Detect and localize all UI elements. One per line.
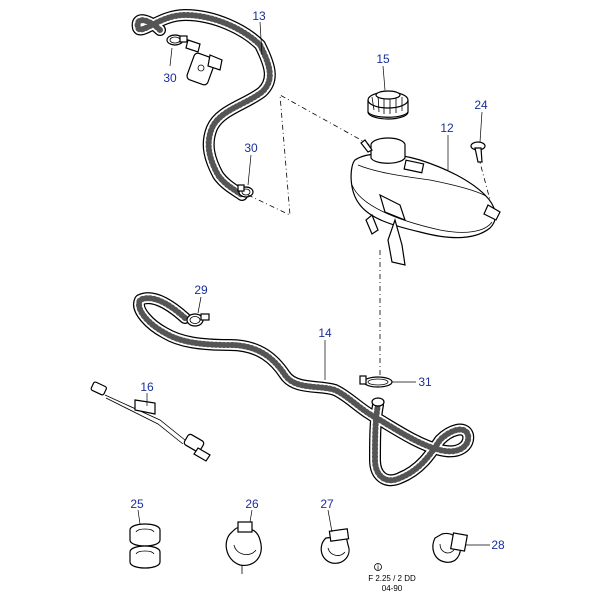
hose-clip-part-27 bbox=[320, 528, 350, 564]
valve-block bbox=[185, 39, 223, 86]
callout-30-upper: 30 bbox=[163, 71, 177, 85]
callout-28: 28 bbox=[491, 538, 505, 552]
bolt-part-24 bbox=[470, 141, 486, 163]
callout-15: 15 bbox=[376, 52, 390, 66]
hose-clamp-part-29 bbox=[186, 313, 210, 327]
assembly-line-bolt bbox=[477, 154, 491, 201]
assembly-line-upper bbox=[247, 94, 371, 216]
hose-clamp-part-30-lower bbox=[237, 184, 254, 198]
sensor-wiring-part-16 bbox=[90, 381, 211, 462]
callout-27: 27 bbox=[320, 497, 334, 511]
hose-clip-part-25 bbox=[129, 523, 161, 569]
callout-31: 31 bbox=[418, 375, 432, 389]
upper-hose-part-13 bbox=[131, 9, 276, 201]
reference-date: 04-90 bbox=[382, 584, 403, 593]
hose-clip-part-26 bbox=[225, 521, 262, 574]
reference-code: F 2.25 / 2 DD bbox=[368, 574, 416, 583]
drawing-reference: i F 2.25 / 2 DD 04-90 bbox=[368, 563, 416, 593]
reference-marker: i bbox=[377, 563, 379, 572]
callout-16: 16 bbox=[140, 380, 154, 394]
hose-clamp-part-31 bbox=[359, 375, 393, 388]
callout-25: 25 bbox=[130, 497, 144, 511]
filler-cap-part-15 bbox=[367, 90, 409, 120]
callout-26: 26 bbox=[245, 497, 259, 511]
expansion-tank-part-12 bbox=[350, 153, 501, 266]
hose-clip-part-28 bbox=[432, 532, 468, 563]
callout-13: 13 bbox=[252, 9, 266, 23]
callout-14: 14 bbox=[318, 326, 332, 340]
leader-lines bbox=[137, 21, 490, 546]
callout-30-lower: 30 bbox=[244, 141, 258, 155]
callout-12: 12 bbox=[440, 121, 454, 135]
callout-29: 29 bbox=[194, 283, 208, 297]
lower-hose-part-14 bbox=[133, 292, 475, 487]
hose-clamp-part-30-upper bbox=[166, 34, 188, 46]
tank-neck bbox=[360, 137, 406, 164]
callout-24: 24 bbox=[474, 98, 488, 112]
